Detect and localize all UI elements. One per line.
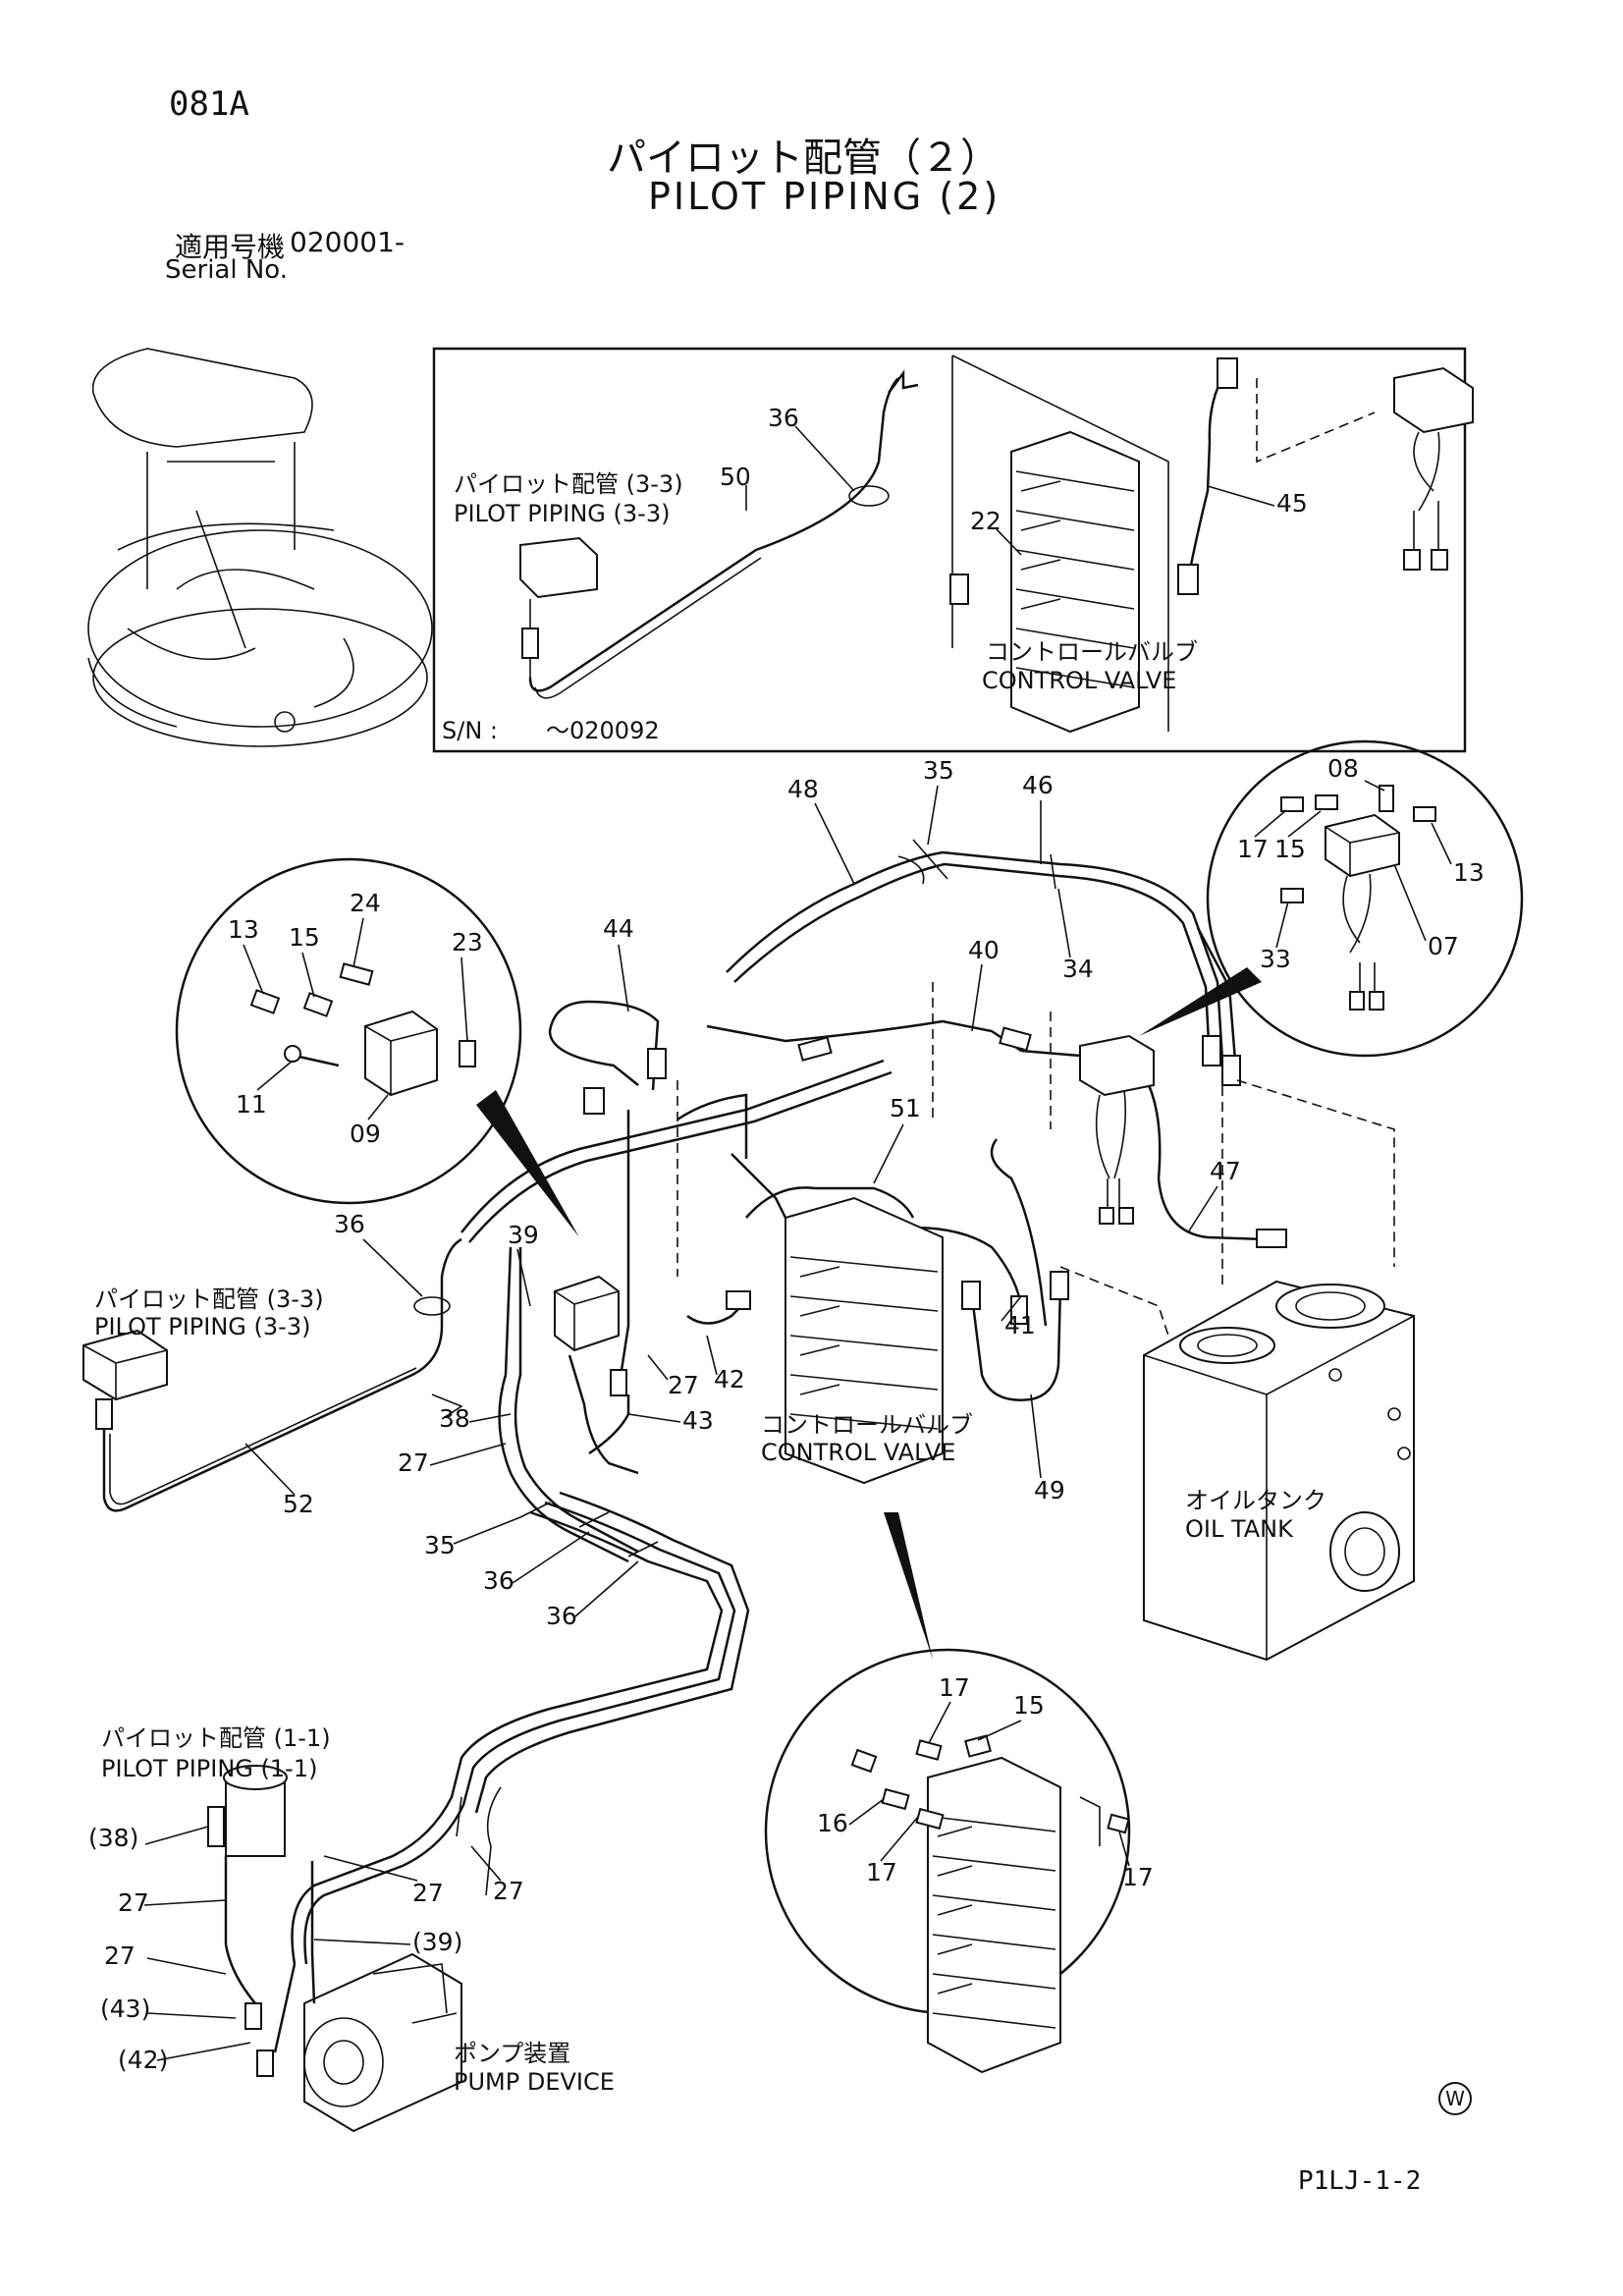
leader-wedge-left xyxy=(476,1090,579,1237)
footer-code: P1LJ-1-2 xyxy=(1298,2166,1422,2196)
main-tank-jp: オイルタンク xyxy=(1185,1487,1326,1514)
machine-overview-image xyxy=(87,348,433,747)
detail-circle-right xyxy=(1206,739,1524,1058)
page-code: 081A xyxy=(169,84,249,124)
main-cv-jp: コントロールバルブ xyxy=(761,1411,973,1439)
page-title-en: PILOT PIPING (2) xyxy=(648,175,1001,218)
main-part-48: 48 xyxy=(787,775,819,803)
detail-right-drawing xyxy=(1280,785,1436,1011)
main-part-38: 38 xyxy=(439,1404,470,1433)
dl-part-23: 23 xyxy=(452,928,483,957)
main-part-40: 40 xyxy=(968,936,1000,964)
main-part-49: 49 xyxy=(1034,1476,1065,1504)
main-part-27b: 27 xyxy=(398,1449,429,1477)
main-part-27c: 27 xyxy=(493,1877,524,1905)
inset-cv-en: CONTROL VALVE xyxy=(982,667,1176,694)
dr-part-17: 17 xyxy=(1237,835,1269,863)
main-part-47: 47 xyxy=(1210,1157,1241,1185)
serial-label-jp: 適用号機 xyxy=(175,231,286,263)
inset-ref-jp: パイロット配管 (3-3) xyxy=(454,470,683,498)
main-ref11-jp: パイロット配管 (1-1) xyxy=(101,1724,331,1752)
w-mark: W xyxy=(1438,2082,1472,2115)
inset-top-frame xyxy=(432,347,1467,753)
dr-part-13: 13 xyxy=(1453,858,1485,887)
main-part-27f: 27 xyxy=(104,1941,135,1970)
main-part-27e: 27 xyxy=(118,1888,149,1917)
dl-part-11: 11 xyxy=(236,1090,267,1119)
detail-circle-left xyxy=(175,857,522,1205)
main-part-41: 41 xyxy=(1004,1311,1036,1339)
dr-part-08: 08 xyxy=(1327,754,1359,783)
main-ref33-jp: パイロット配管 (3-3) xyxy=(94,1285,324,1313)
serial-value: 020001- xyxy=(290,226,405,258)
main-part-51: 51 xyxy=(890,1094,921,1122)
main-part-35b: 35 xyxy=(424,1531,456,1559)
dl-part-24: 24 xyxy=(350,889,381,917)
inset-ref-en: PILOT PIPING (3-3) xyxy=(454,500,670,527)
main-part-52: 52 xyxy=(283,1490,314,1518)
main-part-46: 46 xyxy=(1022,771,1054,799)
leader-wedge-right xyxy=(1139,967,1262,1036)
db-part-15: 15 xyxy=(1013,1691,1045,1720)
main-ref33-en: PILOT PIPING (3-3) xyxy=(94,1313,310,1340)
inset-sn-label: S/N : xyxy=(442,717,498,744)
db-part-17a: 17 xyxy=(939,1673,970,1702)
dr-part-33: 33 xyxy=(1260,945,1291,973)
db-part-16: 16 xyxy=(817,1809,848,1837)
db-part-17c: 17 xyxy=(1122,1863,1154,1891)
serial-label-en: Serial No. xyxy=(165,255,288,285)
main-part-27d: 27 xyxy=(412,1879,444,1907)
dl-part-09: 09 xyxy=(350,1120,381,1148)
main-part-34: 34 xyxy=(1062,955,1094,983)
dr-part-15: 15 xyxy=(1274,835,1306,863)
detail-bottom-drawing xyxy=(850,1734,1130,2074)
inset-cv-jp: コントロールバルブ xyxy=(986,638,1198,666)
main-piping-drawing xyxy=(82,839,1415,2133)
inset-part-22: 22 xyxy=(970,507,1001,535)
dl-part-13: 13 xyxy=(228,915,259,944)
main-part-39: 39 xyxy=(508,1221,539,1249)
main-pump-jp: ポンプ装置 xyxy=(454,2040,570,2067)
main-tank-en: OIL TANK xyxy=(1185,1515,1294,1543)
main-part-42: 42 xyxy=(714,1365,745,1394)
dl-part-15: 15 xyxy=(289,923,320,952)
main-pump-en: PUMP DEVICE xyxy=(454,2068,615,2096)
main-part-39p: (39) xyxy=(412,1928,462,1956)
db-part-17b: 17 xyxy=(866,1858,897,1886)
main-part-43p: (43) xyxy=(100,1995,150,2023)
main-ref11-en: PILOT PIPING (1-1) xyxy=(101,1755,317,1782)
main-cv-en: CONTROL VALVE xyxy=(761,1439,955,1466)
main-part-43: 43 xyxy=(682,1406,714,1435)
inset-part-36: 36 xyxy=(768,404,799,432)
leader-wedge-bottom xyxy=(884,1512,933,1660)
main-part-35: 35 xyxy=(923,756,954,785)
main-part-36: 36 xyxy=(334,1210,365,1238)
main-part-36c: 36 xyxy=(546,1602,577,1630)
main-part-36b: 36 xyxy=(483,1566,514,1595)
main-part-38p: (38) xyxy=(88,1824,138,1852)
main-part-27a: 27 xyxy=(668,1371,699,1399)
main-part-44: 44 xyxy=(603,914,634,943)
inset-sn-value: ～020092 xyxy=(546,717,660,744)
inset-top-drawing xyxy=(519,355,1474,734)
inset-part-45: 45 xyxy=(1276,489,1308,518)
page-title-jp: パイロット配管（２） xyxy=(607,136,1000,181)
detail-left-drawing xyxy=(249,962,476,1097)
dr-part-07: 07 xyxy=(1428,932,1459,960)
